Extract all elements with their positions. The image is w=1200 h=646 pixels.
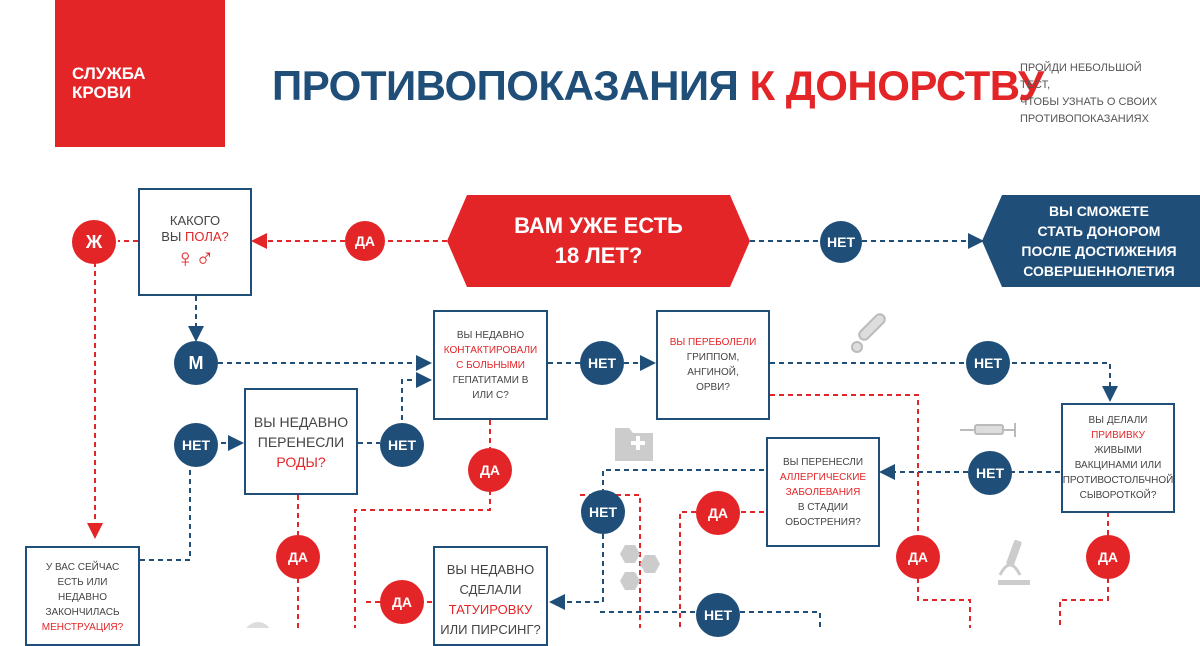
no-badge-vaccine: НЕТ [968,451,1012,495]
menstruation-line2: ЕСТЬ ИЛИ [57,577,108,588]
contact-line3: ИЛИ С? [472,389,509,401]
age-line2: 18 ЛЕТ? [554,243,643,268]
age-question: ВАМ УЖЕ ЕСТЬ 18 ЛЕТ? [467,195,730,287]
page-title: ПРОТИВОПОКАЗАНИЯ К ДОНОРСТВУ [272,62,1044,110]
menstruation-line3: НЕДАВНО [57,592,107,603]
allergy-line2: В СТАДИИ [797,501,849,513]
gender-symbols-icon: ♀♂ [175,243,215,273]
allergy-question: ВЫ ПЕРЕНЕСЛИ АЛЛЕРГИЧЕСКИЕ ЗАБОЛЕВАНИЯ В… [766,437,880,547]
contact-line1: ВЫ НЕДАВНО [456,329,525,341]
no-badge-contact: НЕТ [580,341,624,385]
no-badge-tattoo: НЕТ [696,593,740,637]
vaccine-question: ВЫ ДЕЛАЛИ ПРИВИВКУ ЖИВЫМИ ВАКЦИНАМИ ИЛИ … [1061,403,1175,513]
microscope-icon [998,539,1030,585]
age-line1: ВАМ УЖЕ ЕСТЬ [514,213,683,238]
male-badge: М [174,341,218,385]
birth-highlight: РОДЫ? [276,453,326,470]
flu-highlight: ВЫ ПЕРЕБОЛЕЛИ [669,337,757,348]
tattoo-line3: ИЛИ ПИРСИНГ? [440,622,541,637]
future-line3: ПОСЛЕ ДОСТИЖЕНИЯ [1021,243,1177,259]
no-badge-allergy: НЕТ [581,490,625,534]
age-hexagon-shape [447,195,750,287]
title-part2: К ДОНОРСТВУ [749,62,1044,109]
no-badge-flu: НЕТ [966,341,1010,385]
gender-line2: ВЫ ПОЛА? [161,229,229,245]
future-hexagon-shape [982,195,1200,287]
gender-pre: ВЫ [161,229,186,244]
gender-highlight: ПОЛА? [185,229,229,244]
pills-icon [620,545,660,590]
vaccine-line3: ВАКЦИНАМИ ИЛИ [1074,460,1162,471]
contact-highlight1: КОНТАКТИРОВАЛИ [443,344,538,356]
tattoo-line1: ВЫ НЕДАВНО [446,562,535,577]
female-badge: Ж [72,220,116,264]
yes-badge-allergy: ДА [696,491,740,535]
flu-line1: ГРИППОМ, АНГИНОЙ, [686,352,740,378]
flu-question: ВЫ ПЕРЕБОЛЕЛИ ГРИППОМ, АНГИНОЙ, ОРВИ? [656,310,770,420]
yes-badge-birth: ДА [276,535,320,579]
contact-question: ВЫ НЕДАВНО КОНТАКТИРОВАЛИ С БОЛЬНЫМИ ГЕП… [433,310,548,420]
menstruation-question: У ВАС СЕЙЧАС ЕСТЬ ИЛИ НЕДАВНО ЗАКОНЧИЛАС… [25,546,140,646]
brand-name-line1: СЛУЖБА [72,64,146,83]
tattoo-question: ВЫ НЕДАВНО СДЕЛАЛИ ТАТУИРОВКУ ИЛИ ПИРСИН… [433,546,548,646]
contact-line2: ГЕПАТИТАМИ В [452,374,529,386]
thermometer-icon [851,313,886,353]
menstruation-line1: У ВАС СЕЙЧАС [45,562,120,573]
future-line4: СОВЕРШЕННОЛЕТИЯ [1023,263,1175,279]
brand-logo [55,0,225,147]
future-result: ВЫ СМОЖЕТЕ СТАТЬ ДОНОРОМ ПОСЛЕ ДОСТИЖЕНИ… [1000,195,1198,287]
flow-connectors [87,195,1200,628]
allergy-highlight1: АЛЛЕРГИЧЕСКИЕ [779,471,867,483]
allergy-highlight2: ЗАБОЛЕВАНИЯ [785,486,861,498]
allergy-line1: ВЫ ПЕРЕНЕСЛИ [782,456,864,468]
yes-badge-contact: ДА [468,448,512,492]
medical-folder-icon [615,428,653,461]
vaccine-line4: ПРОТИВОСТОЛБЧНОЙ [1062,475,1174,486]
tattoo-line2: СДЕЛАЛИ [459,582,522,597]
birth-question: ВЫ НЕДАВНО ПЕРЕНЕСЛИ РОДЫ? [244,388,358,495]
no-badge-age: НЕТ [820,221,862,263]
vaccine-line5: СЫВОРОТКОЙ? [1079,490,1157,501]
no-badge-menstruation: НЕТ [174,423,218,467]
subtitle-line2: ЧТОБЫ УЗНАТЬ О СВОИХ [1020,96,1158,108]
vaccine-highlight: ПРИВИВКУ [1091,430,1145,441]
tattoo-highlight: ТАТУИРОВКУ [448,602,533,617]
gender-line1: КАКОГО [169,213,221,228]
menstruation-line4: ЗАКОНЧИЛАСЬ [45,607,120,618]
page-subtitle: ПРОЙДИ НЕБОЛЬШОЙ ТЕСТ, ЧТОБЫ УЗНАТЬ О СВ… [1020,60,1170,128]
birth-line2: ПЕРЕНЕСЛИ [257,433,345,450]
title-part1: ПРОТИВОПОКАЗАНИЯ [272,62,739,109]
vaccine-line2: ЖИВЫМИ [1094,445,1142,456]
yes-badge-vaccine: ДА [1086,535,1130,579]
syringe-icon [960,423,1016,437]
brand-logo-text: СЛУЖБА КРОВИ [72,64,146,102]
vaccine-line1: ВЫ ДЕЛАЛИ [1088,415,1148,426]
yes-badge-flu: ДА [896,535,940,579]
birth-line1: ВЫ НЕДАВНО [253,413,349,430]
subtitle-line3: ПРОТИВОПОКАЗАНИЯХ [1020,113,1149,125]
allergy-line3: ОБОСТРЕНИЯ? [785,516,861,528]
flu-line2: ОРВИ? [696,382,730,393]
yes-badge-age: ДА [345,221,385,261]
gender-question: КАКОГО ВЫ ПОЛА? ♀♂ [138,188,252,296]
no-badge-birth: НЕТ [380,423,424,467]
yes-badge-tattoo: ДА [380,580,424,624]
subtitle-line1: ПРОЙДИ НЕБОЛЬШОЙ ТЕСТ, [1020,62,1142,91]
contact-highlight2: С БОЛЬНЫМИ [456,359,525,371]
brand-name-line2: КРОВИ [72,83,132,102]
future-line2: СТАТЬ ДОНОРОМ [1037,223,1161,239]
vaccine-row2: ПРИВИВКУ ЖИВЫМИ [1067,428,1169,458]
future-line1: ВЫ СМОЖЕТЕ [1049,203,1149,219]
